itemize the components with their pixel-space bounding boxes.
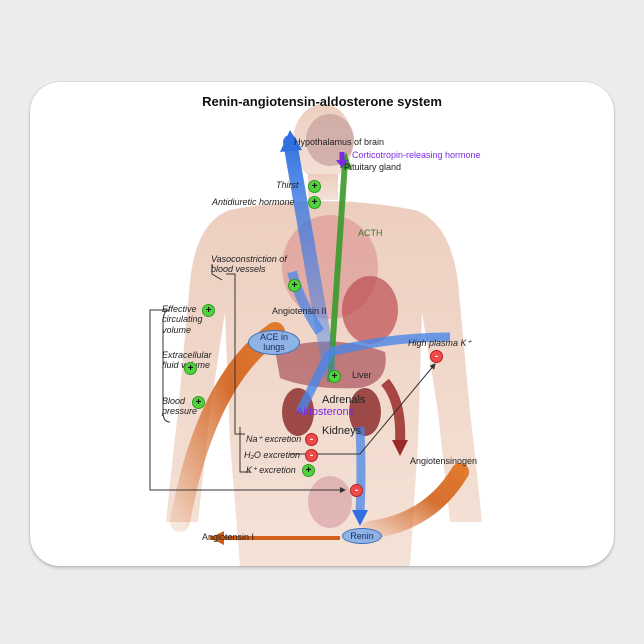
vasoconstriction-plus-badge: + <box>288 279 301 292</box>
mousepad: Renin-angiotensin-aldosterone system Hyp… <box>30 82 614 566</box>
k-excretion-label: K⁺ excretion <box>246 465 296 475</box>
h2o-excretion-label: H₂O excretion <box>244 450 300 460</box>
adrenals-label: Adrenals <box>322 394 366 406</box>
crh-label: Corticotropin-releasing hormone <box>352 150 481 160</box>
adh-plus-badge: + <box>308 196 321 209</box>
angiotensin2-label: Angiotensin II <box>272 306 327 316</box>
diagram-graphics <box>149 104 482 566</box>
renin-feedback-minus-badge: - <box>350 484 363 497</box>
high-k-label: High plasma K⁺ <box>408 338 472 348</box>
renin-oval: Renin <box>342 528 382 544</box>
acth-label: ACTH <box>358 228 383 238</box>
liver-label: Liver <box>352 370 372 380</box>
ace-in-lungs-oval: ACE in lungs <box>248 330 300 355</box>
na-excretion-label: Na⁺ excretion <box>246 434 302 444</box>
diagram-title: Renin-angiotensin-aldosterone system <box>202 94 442 109</box>
angiotensin1-label: Angiotensin I <box>202 532 255 542</box>
angiotensinogen-label: Angiotensinogen <box>410 456 478 466</box>
aldosterone-label: Aldosterone <box>296 406 355 418</box>
effective-volume-plus-badge: + <box>202 304 215 317</box>
thirst-plus-badge: + <box>308 180 321 193</box>
vasoconstriction-label: Vasoconstriction of blood vessels <box>211 254 287 275</box>
blood-pressure-label: Blood pressure <box>162 396 198 417</box>
hypothalamus-label: Hypothalamus of brain <box>294 137 385 147</box>
ecf-volume-plus-badge: + <box>184 362 197 375</box>
na-excretion-minus-badge: - <box>305 433 318 446</box>
kidneys-label: Kidneys <box>322 425 362 437</box>
h2o-excretion-minus-badge: - <box>305 449 318 462</box>
thirst-label: Thirst <box>276 180 299 190</box>
liver-plus-badge: + <box>328 370 341 383</box>
effective-volume-label: Effective circulating volume <box>162 304 203 335</box>
pituitary-label: Pituitary gland <box>344 162 402 172</box>
adh-label: Antidiuretic hormone <box>212 197 295 207</box>
k-excretion-plus-badge: + <box>302 464 315 477</box>
blood-pressure-plus-badge: + <box>192 396 205 409</box>
high-k-minus-badge: - <box>430 350 443 363</box>
